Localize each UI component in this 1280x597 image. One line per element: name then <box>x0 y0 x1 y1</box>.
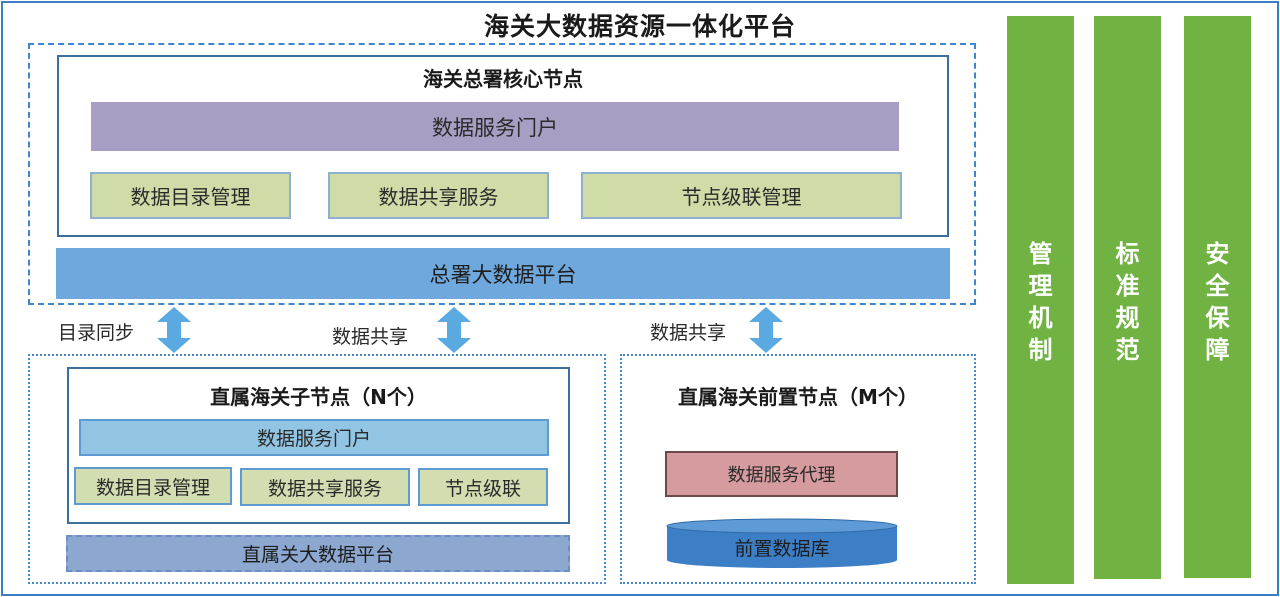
subordinate-section <box>28 354 606 584</box>
sharing-arrow-icon <box>749 307 783 353</box>
hq-data-sharing-service: 数据共享服务 <box>328 172 549 219</box>
hq-big-data-platform: 总署大数据平台 <box>56 248 950 299</box>
sharing-arrow-icon <box>437 307 471 353</box>
frontend-node-title: 直属海关前置节点（M个） <box>678 384 918 409</box>
sync-arrow-icon <box>157 307 191 353</box>
hq-data-service-portal: 数据服务门户 <box>91 102 899 151</box>
hq-node-cascade-management: 节点级联管理 <box>581 172 902 219</box>
column-char: 管 <box>1028 240 1053 268</box>
column-char: 标 <box>1115 240 1140 268</box>
catalog-sync-label: 目录同步 <box>58 322 135 344</box>
column-char: 理 <box>1028 272 1053 300</box>
security-label: 安 全 保 障 <box>1184 238 1251 366</box>
security-column <box>1184 16 1251 578</box>
column-char: 规 <box>1115 304 1140 332</box>
column-char: 范 <box>1115 336 1140 364</box>
column-char: 机 <box>1028 304 1053 332</box>
column-char: 安 <box>1205 240 1230 268</box>
column-char: 准 <box>1115 272 1140 300</box>
column-char: 全 <box>1205 272 1230 300</box>
standards-column <box>1094 16 1161 579</box>
headquarters-section <box>28 43 976 305</box>
column-char: 障 <box>1205 336 1230 364</box>
hq-core-node-title: 海关总署核心节点 <box>423 66 583 91</box>
page-title: 海关大数据资源一体化平台 <box>483 12 796 41</box>
sub-data-catalog-management: 数据目录管理 <box>74 467 232 505</box>
sub-data-sharing-service: 数据共享服务 <box>240 468 410 506</box>
data-sharing-label: 数据共享 <box>332 326 409 348</box>
sub-big-data-platform: 直属关大数据平台 <box>66 535 570 572</box>
column-char: 制 <box>1028 336 1053 364</box>
sub-data-service-portal: 数据服务门户 <box>79 419 549 456</box>
sub-node-cascade: 节点级联 <box>418 468 548 506</box>
frontend-section <box>620 354 976 584</box>
column-char: 保 <box>1205 304 1230 332</box>
hq-data-catalog-management: 数据目录管理 <box>90 172 291 219</box>
frontend-database-label: 前置数据库 <box>734 537 830 560</box>
data-sharing-label: 数据共享 <box>650 322 727 344</box>
management-mechanism-column <box>1007 16 1074 584</box>
management-mechanism-label: 管 理 机 制 <box>1007 238 1074 366</box>
sub-node-title: 直属海关子节点（N个） <box>210 384 427 409</box>
database-icon <box>666 518 898 568</box>
standards-label: 标 准 规 范 <box>1094 238 1161 366</box>
data-service-proxy: 数据服务代理 <box>665 451 898 497</box>
